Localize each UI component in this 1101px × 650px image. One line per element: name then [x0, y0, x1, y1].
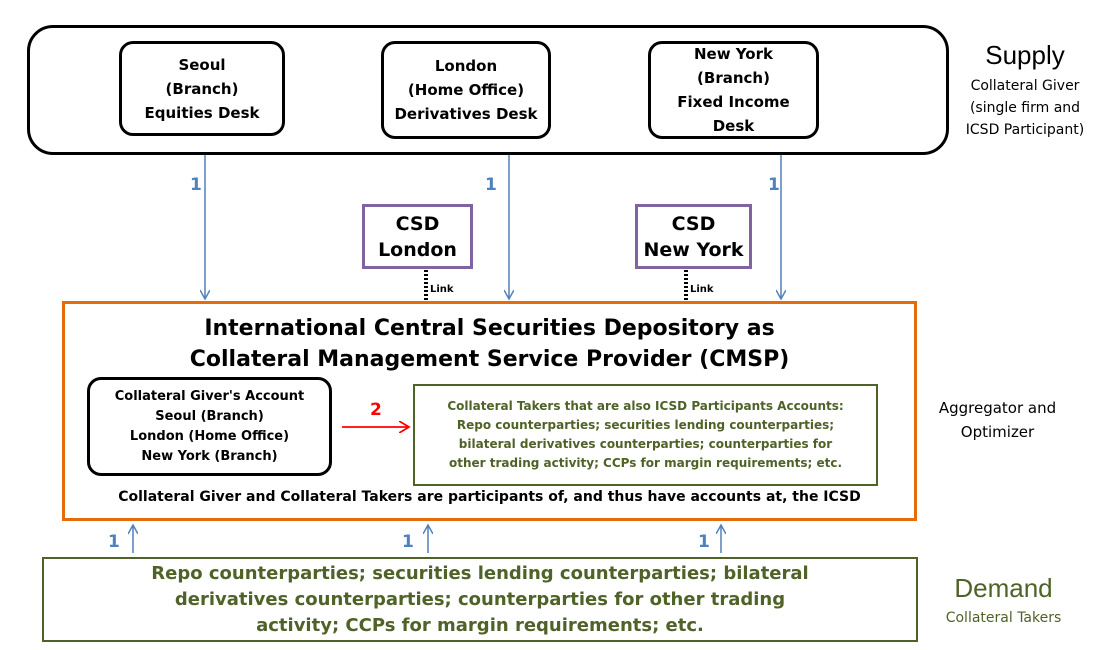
- icsd-title: International Central Securities Deposit…: [189, 316, 790, 372]
- link-label-london: Link: [430, 284, 454, 295]
- step-1-new-york: 1: [768, 175, 780, 195]
- aggregator-label: Aggregator and Optimizer: [938, 399, 1057, 441]
- office-seoul: Seoul (Branch) Equities Desk: [119, 41, 285, 136]
- icsd-frame: [62, 301, 917, 521]
- step-1-demand-middle: 1: [402, 532, 414, 552]
- step-1-seoul: 1: [190, 175, 202, 195]
- icsd-footnote: Collateral Giver and Collateral Takers a…: [118, 489, 861, 505]
- office-new-york: New York (Branch) Fixed Income Desk: [648, 41, 819, 139]
- supply-subtitle: Collateral Giver (single firm and ICSD P…: [965, 78, 1085, 138]
- csd-london: CSD London: [362, 204, 473, 269]
- demand-subtitle: Collateral Takers: [945, 610, 1062, 626]
- collateral-giver-account: Collateral Giver's Account Seoul (Branch…: [87, 377, 332, 476]
- link-label-new-york: Link: [690, 284, 714, 295]
- step-1-demand-right: 1: [698, 532, 710, 552]
- csd-new-york: CSD New York: [635, 204, 752, 269]
- office-london: London (Home Office) Derivatives Desk: [381, 41, 551, 139]
- demand-box: Repo counterparties; securities lending …: [42, 557, 918, 642]
- demand-heading: Demand: [954, 573, 1053, 603]
- step-1-demand-left: 1: [108, 532, 120, 552]
- supply-heading: Supply: [985, 40, 1065, 70]
- collateral-takers-accounts: Collateral Takers that are also ICSD Par…: [413, 384, 878, 486]
- step-2-transfer: 2: [370, 400, 382, 420]
- step-1-london: 1: [485, 175, 497, 195]
- supply-frame: [27, 25, 949, 155]
